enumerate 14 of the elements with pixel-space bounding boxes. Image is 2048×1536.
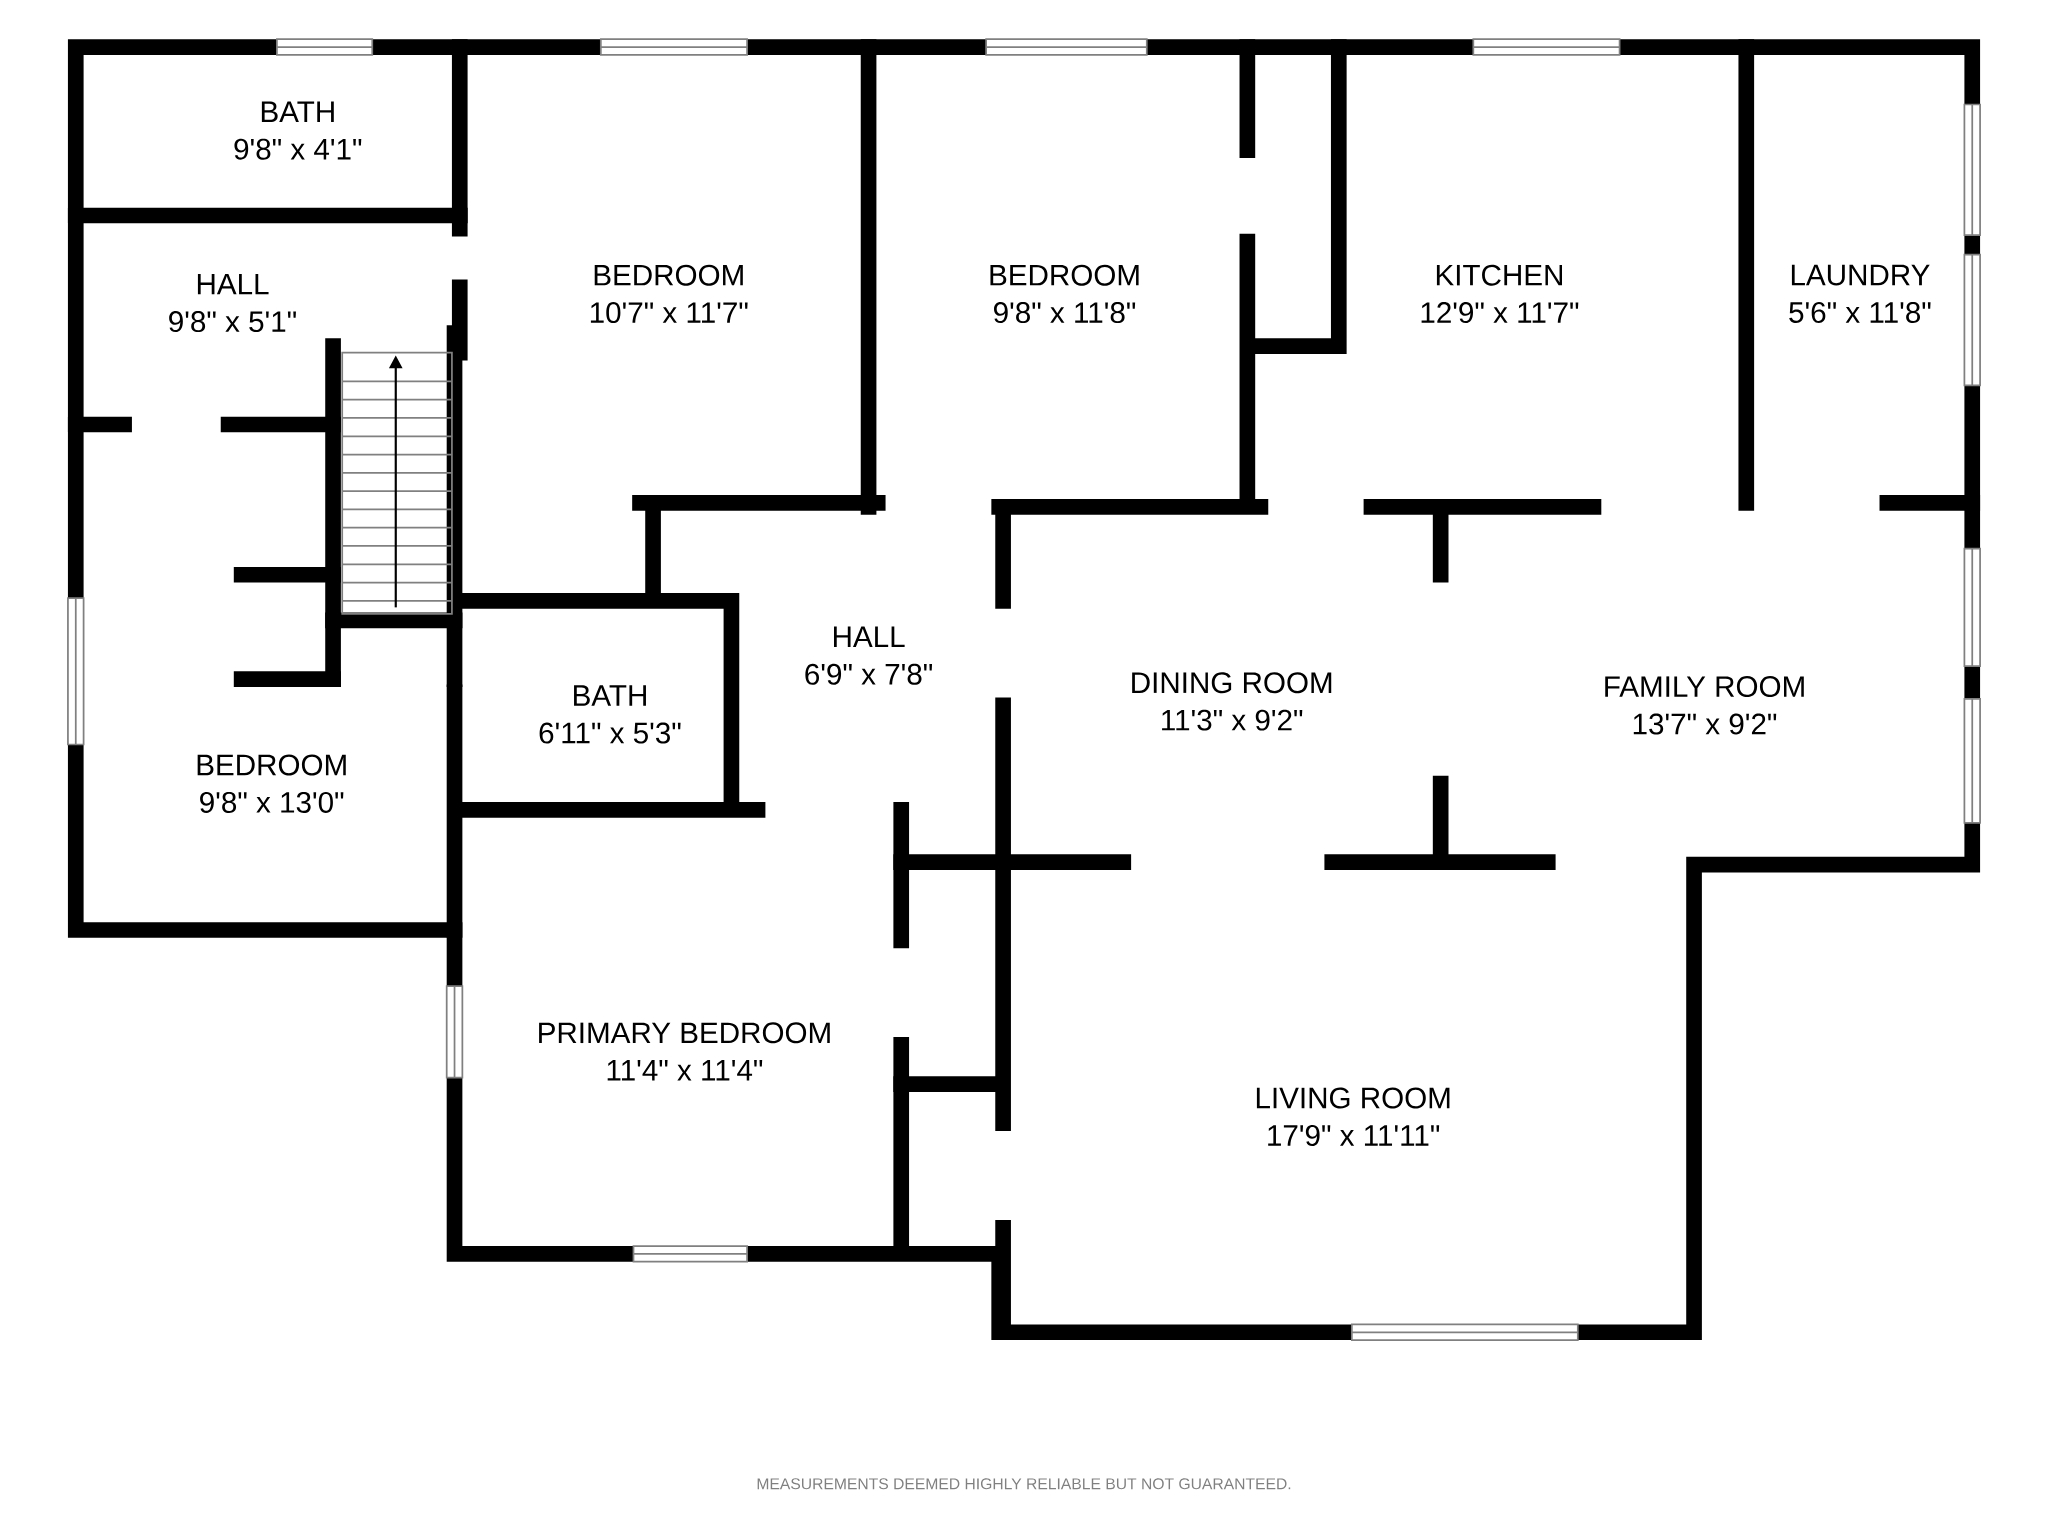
room-label: BEDROOM 9'8" x 13'0": [197, 754, 346, 813]
room-label: FAMILY ROOM 13'7" x 9'2": [1605, 676, 1804, 735]
room-label: DINING ROOM 11'3" x 9'2": [1132, 672, 1332, 731]
room-label: LIVING ROOM 17'9" x 11'11": [1256, 1087, 1450, 1146]
footer-note: MEASUREMENTS DEEMED HIGHLY RELIABLE BUT NOT GUARANTEED.: [757, 1478, 1291, 1490]
room-label: HALL 6'9" x 7'8": [805, 626, 933, 685]
room-label: BATH 9'8" x 4'1": [234, 101, 362, 160]
room-label: BEDROOM 9'8" x 11'8": [990, 264, 1139, 324]
room-label: HALL 9'8" x 5'1": [169, 273, 296, 333]
room-label: LAUNDRY 5'6" x 11'8": [1789, 264, 1931, 323]
room-label: BATH 6'11" x 5'3": [539, 685, 681, 744]
room-label: KITCHEN 12'9" x 11'7": [1421, 264, 1579, 324]
room-label: PRIMARY BEDROOM 11'4" x 11'4": [539, 1022, 830, 1081]
room-label: BEDROOM 10'7" x 11'7": [590, 264, 748, 324]
